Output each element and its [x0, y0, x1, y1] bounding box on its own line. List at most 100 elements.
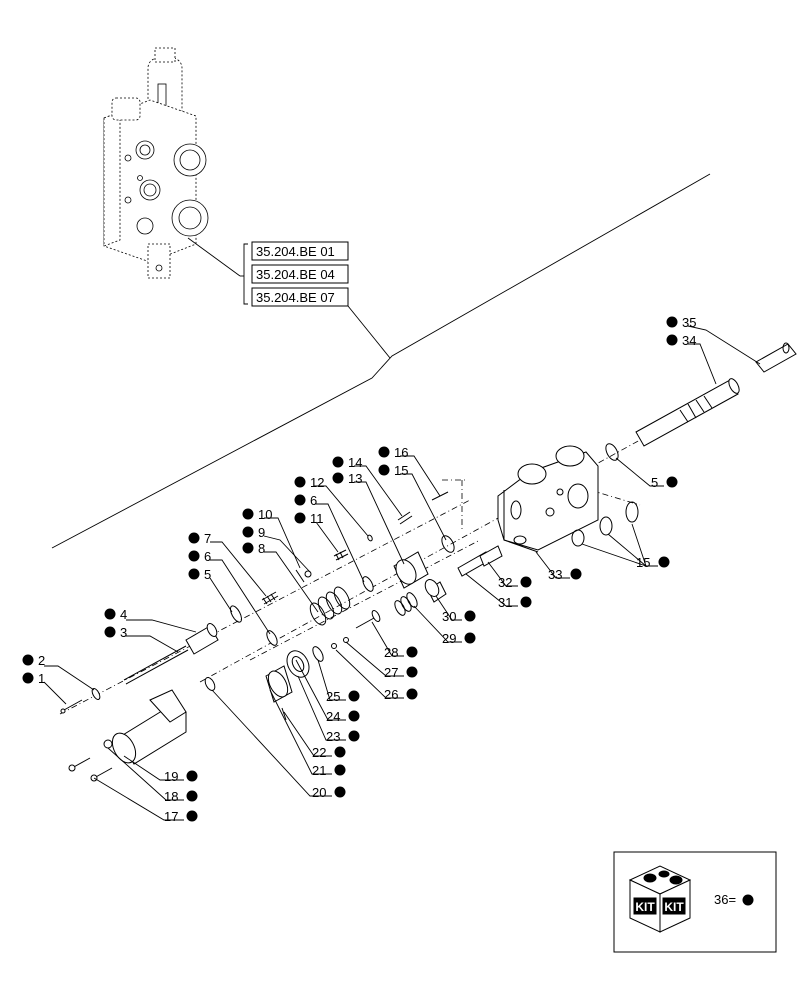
- reference-code: 35.204.BE 04: [256, 267, 335, 282]
- callout-28: 28: [384, 645, 418, 660]
- kit-dot-icon: [334, 786, 346, 798]
- callout-18: 18: [164, 789, 198, 804]
- callout-number: 13: [348, 471, 362, 486]
- kit-dot-icon: [406, 688, 418, 700]
- callout-14: 14: [332, 455, 362, 470]
- callout-number: 20: [312, 785, 326, 800]
- callout-10: 10: [242, 507, 272, 522]
- callout-number: 16: [394, 445, 408, 460]
- callout-number: 1: [38, 671, 45, 686]
- callout-number: 3: [120, 625, 127, 640]
- kit-dot-icon: [186, 770, 198, 782]
- valve-overview-illustration: [103, 47, 209, 279]
- callout-9: 9: [242, 525, 265, 540]
- callout-number: 22: [312, 745, 326, 760]
- kit-dot-icon: [406, 646, 418, 658]
- kit-dot-icon: [22, 654, 34, 666]
- callout-29: 29: [442, 631, 476, 646]
- callout-number: 30: [442, 609, 456, 624]
- callout-16: 16: [378, 445, 408, 460]
- callout-25: 25: [326, 689, 360, 704]
- callout-number: 23: [326, 729, 340, 744]
- callout-30: 30: [442, 609, 476, 624]
- kit-dot-icon: [666, 316, 678, 328]
- callout-15: 15: [636, 555, 670, 570]
- callout-7: 7: [188, 531, 211, 546]
- callout-number: 10: [258, 507, 272, 522]
- callout-8: 8: [242, 541, 265, 556]
- kit-dot-icon: [186, 810, 198, 822]
- kit-dot-icon: [378, 446, 390, 458]
- kit-dot-icon: [188, 532, 200, 544]
- kit-dot-icon: [378, 464, 390, 476]
- callout-17: 17: [164, 809, 198, 824]
- callout-19: 19: [164, 769, 198, 784]
- kit-badge-left: KIT: [635, 900, 655, 914]
- kit-dot-icon: [186, 790, 198, 802]
- callout-27: 27: [384, 665, 418, 680]
- callout-number: 15: [394, 463, 408, 478]
- kit-dot-icon: [348, 710, 360, 722]
- callout-15: 15: [378, 463, 408, 478]
- callout-number: 6: [310, 493, 317, 508]
- kit-dot-icon: [242, 542, 254, 554]
- callout-4: 4: [104, 607, 127, 622]
- kit-dot-icon: [520, 596, 532, 608]
- callout-24: 24: [326, 709, 360, 724]
- callout-2: 2: [22, 653, 45, 668]
- reference-code: 35.204.BE 01: [256, 244, 335, 259]
- callout-number: 11: [310, 511, 324, 526]
- callout-number: 9: [258, 525, 265, 540]
- callout-20: 20: [312, 785, 346, 800]
- callout-number: 34: [682, 333, 696, 348]
- callout-22: 22: [312, 745, 346, 760]
- kit-dot-icon: [334, 764, 346, 776]
- kit-dot-icon: [348, 690, 360, 702]
- callout-number: 31: [498, 595, 512, 610]
- kit-dot-icon: [294, 494, 306, 506]
- callout-23: 23: [326, 729, 360, 744]
- reference-code: 35.204.BE 07: [256, 290, 335, 305]
- kit-dot-icon: [188, 550, 200, 562]
- callout-12: 12: [294, 475, 324, 490]
- callout-31: 31: [498, 595, 532, 610]
- callout-number: 18: [164, 789, 178, 804]
- kit-legend: KIT KIT 36=: [613, 851, 777, 953]
- callout-6: 6: [294, 493, 317, 508]
- callout-number: 32: [498, 575, 512, 590]
- callout-3: 3: [104, 625, 127, 640]
- kit-dot-icon: [294, 512, 306, 524]
- kit-dot-icon: [658, 556, 670, 568]
- kit-dot-icon: [464, 610, 476, 622]
- callout-32: 32: [498, 575, 532, 590]
- callout-13: 13: [332, 471, 362, 486]
- callout-number: 25: [326, 689, 340, 704]
- kit-dot-icon: [104, 626, 116, 638]
- kit-dot-icon: [348, 730, 360, 742]
- callout-number: 5: [651, 475, 658, 490]
- callout-number: 15: [636, 555, 650, 570]
- callout-5: 5: [651, 475, 678, 490]
- kit-badge-right: KIT: [664, 900, 684, 914]
- callout-number: 19: [164, 769, 178, 784]
- section-break-line: [51, 173, 711, 549]
- callout-number: 28: [384, 645, 398, 660]
- parts: [60, 342, 797, 782]
- callout-number: 7: [204, 531, 211, 546]
- callout-26: 26: [384, 687, 418, 702]
- kit-dot-icon: [520, 576, 532, 588]
- kit-dot-icon: [332, 456, 344, 468]
- callout-number: 12: [310, 475, 324, 490]
- callout-5: 5: [188, 567, 211, 582]
- kit-dot-icon: [104, 608, 116, 620]
- kit-dot-icon: [22, 672, 34, 684]
- callout-11: 11: [294, 511, 324, 526]
- kit-dot-icon: [332, 472, 344, 484]
- callout-number: 8: [258, 541, 265, 556]
- kit-dot-icon: [242, 526, 254, 538]
- callout-number: 33: [548, 567, 562, 582]
- callout-number: 6: [204, 549, 211, 564]
- callout-number: 17: [164, 809, 178, 824]
- callout-number: 35: [682, 315, 696, 330]
